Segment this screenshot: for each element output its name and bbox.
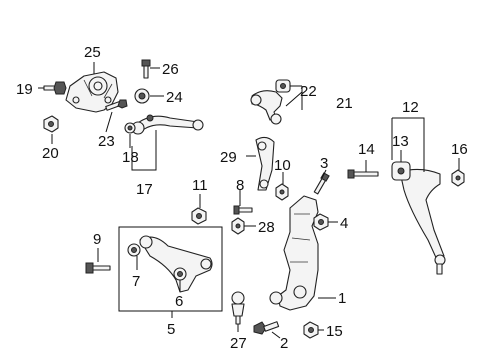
- callout-3: 3: [320, 155, 328, 172]
- part-8-bolt: [233, 205, 253, 215]
- part-18-bushing: [124, 122, 136, 134]
- part-27-ball-joint: [231, 291, 245, 325]
- part-12-lower-arm: [399, 168, 446, 275]
- part-15-nut: [303, 321, 319, 339]
- kit-5-box: [118, 226, 223, 312]
- part-1-knuckle: [269, 195, 319, 311]
- callout-labels: 25 26 19 24 20 23 18 17 22 21 29 10 8 28…: [16, 44, 468, 352]
- callout-10: 10: [274, 157, 291, 174]
- part-25-carrier: [65, 71, 119, 113]
- callout-4: 4: [340, 215, 348, 232]
- callout-26: 26: [162, 61, 179, 78]
- callout-16: 16: [451, 141, 468, 158]
- callout-27: 27: [230, 335, 247, 352]
- callout-17: 17: [136, 181, 153, 198]
- part-14-bolt: [347, 169, 379, 179]
- callout-13: 13: [392, 133, 409, 150]
- callout-14: 14: [358, 141, 375, 158]
- part-21-upper-arm: [250, 90, 283, 125]
- part-19-bolt: [43, 81, 67, 95]
- callout-24: 24: [166, 89, 183, 106]
- part-5-lower-arm: [139, 235, 213, 293]
- part-17-link: [131, 114, 204, 135]
- leader-lines: [38, 62, 460, 339]
- part-22-bushing: [275, 79, 291, 93]
- part-13-bushing: [391, 161, 411, 181]
- part-7-bushing: [127, 243, 141, 257]
- callout-8: 8: [236, 177, 244, 194]
- part-24-bushing: [134, 88, 150, 104]
- part-4-nut: [313, 213, 329, 231]
- part-6-bushing: [173, 267, 187, 281]
- callout-25: 25: [84, 44, 101, 61]
- part-28-nut: [231, 217, 245, 235]
- callout-1: 1: [338, 290, 346, 307]
- callout-28: 28: [258, 219, 275, 236]
- part-11-nut: [191, 207, 207, 225]
- callout-11: 11: [192, 177, 208, 194]
- bracket-17: [131, 130, 157, 171]
- part-3-bolt: [313, 172, 330, 195]
- part-16-nut: [451, 169, 465, 187]
- callout-23: 23: [98, 133, 115, 150]
- callout-7: 7: [132, 273, 140, 290]
- callout-18: 18: [122, 149, 139, 166]
- callout-19: 19: [16, 81, 33, 98]
- callout-22: 22: [300, 83, 317, 100]
- callout-6: 6: [175, 293, 183, 310]
- callout-21: 21: [336, 95, 353, 112]
- part-26-bolt: [141, 59, 151, 79]
- callout-5: 5: [167, 321, 175, 338]
- part-9-bolt: [85, 262, 111, 274]
- callout-9: 9: [93, 231, 101, 248]
- part-2-bolt: [253, 321, 280, 335]
- callout-20: 20: [42, 145, 59, 162]
- callout-2: 2: [280, 335, 288, 352]
- part-29-bracket: [255, 136, 275, 191]
- callout-29: 29: [220, 149, 237, 166]
- part-23-bolt: [105, 99, 128, 111]
- callout-12: 12: [402, 99, 419, 116]
- callout-15: 15: [326, 323, 343, 340]
- part-10-nut: [275, 183, 289, 201]
- part-20-nut: [43, 115, 59, 133]
